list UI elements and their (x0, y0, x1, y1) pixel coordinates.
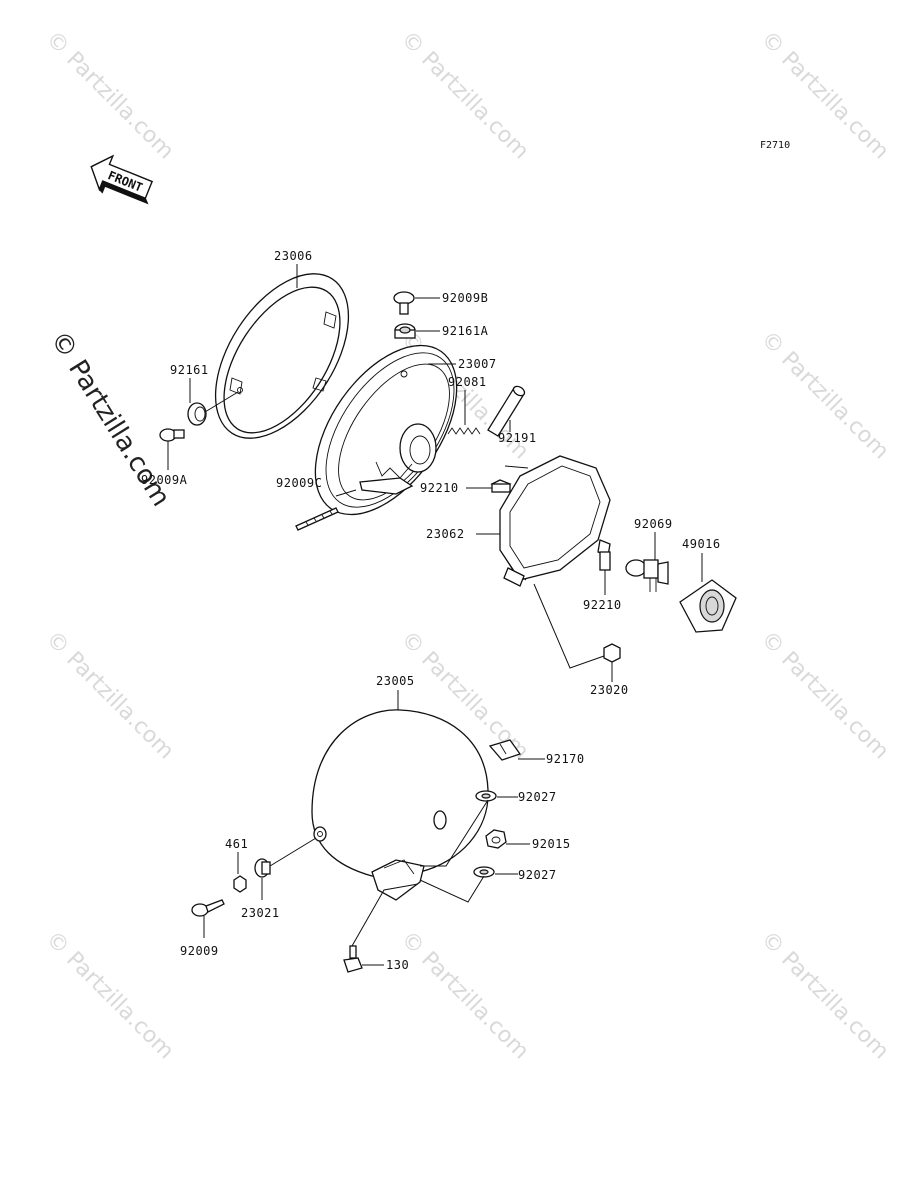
grommet-92161A (394, 323, 416, 339)
watermark: © Partzilla.com (756, 927, 894, 1065)
clip-nut-92210-bottom (599, 551, 611, 571)
watermark: © Partzilla.com (41, 27, 179, 165)
watermark: © Partzilla.com (756, 627, 894, 765)
part-label-23005: 23005 (376, 674, 415, 688)
headlight-unit (314, 344, 458, 516)
part-label-92027-top: 92027 (518, 790, 557, 804)
leader-line (335, 489, 357, 497)
washer-92027-bottom (473, 866, 495, 878)
part-label-92161A: 92161A (442, 324, 489, 338)
leader-line (204, 391, 239, 413)
part-label-92009B: 92009B (442, 291, 488, 305)
part-label-49016: 49016 (682, 537, 721, 551)
nut-92015 (485, 829, 507, 849)
watermark: © Partzilla.com (396, 27, 534, 165)
part-label-92009C: 92009C (276, 476, 322, 490)
screw-92009C (295, 507, 339, 531)
leader-line (269, 837, 317, 867)
screw-92009B (393, 291, 415, 315)
part-label-23007: 23007 (458, 357, 497, 371)
clip-nut-92210-top (490, 479, 512, 493)
part-label-92161: 92161 (170, 363, 209, 377)
watermark: © Partzilla.com (756, 327, 894, 465)
leader-line (351, 883, 419, 947)
part-label-461: 461 (225, 837, 248, 851)
clip-92170 (488, 739, 522, 761)
bolt-130 (343, 945, 363, 973)
part-label-92081: 92081 (448, 375, 487, 389)
leader-line (533, 583, 605, 669)
watermark: © Partzilla.com (41, 927, 179, 1065)
part-label-92191: 92191 (498, 431, 537, 445)
nut-461 (233, 875, 247, 893)
part-label-92210-top: 92210 (420, 481, 459, 495)
screw-92009 (191, 899, 225, 917)
headlight-housing (311, 709, 489, 901)
leader-line (504, 465, 529, 469)
part-label-23020: 23020 (590, 683, 629, 697)
bulb-92069 (625, 559, 669, 592)
part-label-92069: 92069 (634, 517, 673, 531)
part-label-92027-bottom: 92027 (518, 868, 557, 882)
screw-92009A (159, 428, 185, 442)
part-label-92015: 92015 (532, 837, 571, 851)
nut-23020 (603, 643, 621, 663)
headlight-rim (214, 273, 350, 439)
watermark: © Partzilla.com (41, 627, 179, 765)
part-label-23021: 23021 (241, 906, 280, 920)
front-arrow-icon: FRONT (90, 154, 154, 205)
tube-92191 (487, 385, 526, 437)
part-label-130: 130 (386, 958, 409, 972)
part-label-92009A: 92009A (141, 473, 188, 487)
part-label-23062: 23062 (426, 527, 465, 541)
part-label-92170: 92170 (546, 752, 585, 766)
figure-code: F2710 (760, 140, 790, 151)
boot-49016 (679, 579, 737, 633)
watermark-grid: © Partzilla.com © Partzilla.com © Partzi… (41, 27, 894, 1065)
grommet-23021 (254, 858, 271, 878)
leader-line (419, 875, 485, 903)
watermark: © Partzilla.com (396, 927, 534, 1065)
part-label-92009: 92009 (180, 944, 219, 958)
spring-92081 (447, 427, 481, 435)
part-label-23006: 23006 (274, 249, 313, 263)
headlight-bracket (499, 455, 611, 587)
washer-92027-top (475, 790, 497, 802)
leader-line (420, 799, 489, 867)
part-label-92210-bottom: 92210 (583, 598, 622, 612)
grommet-92161 (187, 402, 207, 426)
